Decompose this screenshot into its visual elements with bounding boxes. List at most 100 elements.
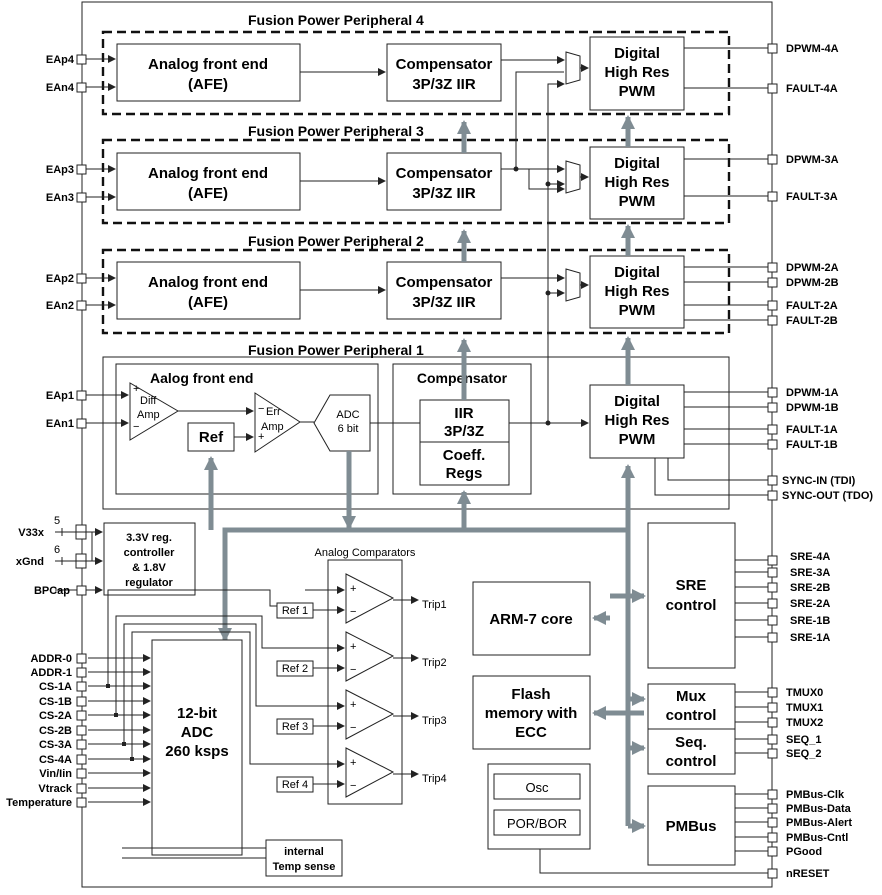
pin-nreset: nRESET <box>786 868 830 880</box>
v33x-pin-count: 5 <box>54 515 60 527</box>
left-pins: EAp4 EAn4 EAp3 EAn3 EAp2 EAn2 EAp1 EAn1 … <box>6 54 87 809</box>
mux-l1: Mux <box>676 688 707 705</box>
pin-tmux0: TMUX0 <box>786 687 823 699</box>
diff-amp-l2: Amp <box>137 409 160 421</box>
adc12-l2: ADC <box>181 724 214 741</box>
cmp2-minus: − <box>350 664 356 676</box>
arm-core <box>472 581 591 656</box>
afe-3-label: Analog front end <box>148 165 268 182</box>
adc-6bit-l1: ADC <box>336 409 359 421</box>
compensator-2 <box>386 261 502 320</box>
peripheral-3-title: Fusion Power Peripheral 3 <box>248 123 424 139</box>
diff-amp-minus: − <box>133 421 139 433</box>
cmp3-minus: − <box>350 722 356 734</box>
trip1-label: Trip1 <box>422 599 447 611</box>
afe-3-sublabel: (AFE) <box>188 185 228 202</box>
pmbus-label: PMBus <box>666 818 717 835</box>
pin-pgood: PGood <box>786 846 822 858</box>
ref4-label: Ref 4 <box>282 779 308 791</box>
pin-ean2: EAn2 <box>46 300 74 312</box>
reg-l4: regulator <box>125 577 173 589</box>
iir-l2: 3P/3Z <box>444 423 484 440</box>
pin-dpwm1a: DPWM-1A <box>786 387 839 399</box>
pin-cs1a: CS-1A <box>39 681 72 693</box>
pwm-3-l1: Digital <box>614 155 660 172</box>
peripheral-2-title: Fusion Power Peripheral 2 <box>248 233 424 249</box>
pin-pmbclk: PMBus-Clk <box>786 789 845 801</box>
seq-control <box>647 728 736 775</box>
core-section: ARM-7 core Flash memory with ECC Osc POR… <box>472 522 768 874</box>
pwm-2-l3: PWM <box>619 302 656 319</box>
pin-cs2a: CS-2A <box>39 710 72 722</box>
reg-l1: 3.3V reg. <box>126 532 172 544</box>
pin-eap3: EAp3 <box>46 164 74 176</box>
pwm-2 <box>589 255 685 329</box>
cmp2-plus: + <box>350 641 356 653</box>
pin-sre2a: SRE-2A <box>790 598 830 610</box>
por-label: POR/BOR <box>507 816 567 831</box>
pin-tmux1: TMUX1 <box>786 702 823 714</box>
pin-sre3a: SRE-3A <box>790 567 830 579</box>
mux-l2: control <box>666 707 717 724</box>
pwm-4-l1: Digital <box>614 45 660 62</box>
pin-dpwm2a: DPWM-2A <box>786 262 839 274</box>
pin-xgnd: xGnd <box>16 556 44 568</box>
cmp4-plus: + <box>350 757 356 769</box>
mux-3 <box>565 160 581 194</box>
comparators-title: Analog Comparators <box>315 547 416 559</box>
pwm-1-l1: Digital <box>614 393 660 410</box>
afe-3 <box>116 152 301 211</box>
pin-sre2b: SRE-2B <box>790 582 830 594</box>
right-output-wires <box>654 47 768 852</box>
pwm-4-l2: High Res <box>604 64 669 81</box>
diff-amp <box>129 382 179 441</box>
pwm-2-l1: Digital <box>614 264 660 281</box>
compensator-3 <box>386 152 502 211</box>
pin-pmbcntl: PMBus-Cntl <box>786 832 848 844</box>
flash-l3: ECC <box>515 724 547 741</box>
adc-12bit <box>151 639 243 856</box>
regulator-section: 3.3V reg. controller & 1.8V regulator 5 … <box>54 515 196 596</box>
compensator-2-sublabel: 3P/3Z IIR <box>412 294 476 311</box>
afe-2-sublabel: (AFE) <box>188 294 228 311</box>
adc12-l1: 12-bit <box>177 705 217 722</box>
pin-tmux2: TMUX2 <box>786 717 823 729</box>
err-amp <box>254 392 301 453</box>
pin-bpcap: BPCap <box>34 585 70 597</box>
pwm-4 <box>589 36 685 111</box>
pwm-1-l2: High Res <box>604 412 669 429</box>
pin-fault2b: FAULT-2B <box>786 315 838 327</box>
afe-4-label: Analog front end <box>148 56 268 73</box>
adc12-section: 12-bit ADC 260 ksps internal Temp sense <box>88 589 343 877</box>
reg-l3: & 1.8V <box>132 562 166 574</box>
right-pins: DPWM-4A FAULT-4A DPWM-3A FAULT-3A DPWM-2… <box>767 43 873 880</box>
coeff-l2: Regs <box>446 465 483 482</box>
mux-2 <box>565 268 581 302</box>
pin-fault1b: FAULT-1B <box>786 439 838 451</box>
internal-bus <box>204 115 646 833</box>
flash-memory <box>472 675 591 750</box>
seq-l2: control <box>666 753 717 770</box>
err-amp-minus: − <box>258 403 264 415</box>
ref1-label: Ref 1 <box>282 605 308 617</box>
coeff-l1: Coeff. <box>443 447 486 464</box>
reg-l2: controller <box>124 547 175 559</box>
trip2-label: Trip2 <box>422 657 447 669</box>
pin-fault3a: FAULT-3A <box>786 191 838 203</box>
pwm-3 <box>589 146 685 220</box>
iir-box <box>419 399 510 443</box>
iir-l1: IIR <box>454 405 473 422</box>
ref3-label: Ref 3 <box>282 721 308 733</box>
coeff-box <box>419 441 510 486</box>
pwm-1 <box>589 384 685 459</box>
pin-eap2: EAp2 <box>46 273 74 285</box>
pin-dpwm2b: DPWM-2B <box>786 277 839 289</box>
pin-fault2a: FAULT-2A <box>786 300 838 312</box>
err-amp-l2: Amp <box>261 421 284 433</box>
diff-amp-plus: + <box>133 383 139 395</box>
pin-ean1: EAn1 <box>46 418 74 430</box>
compensator-4-label: Compensator <box>396 56 493 73</box>
sre-l2: control <box>666 597 717 614</box>
afe-4 <box>116 43 301 102</box>
pin-cs4a: CS-4A <box>39 754 72 766</box>
